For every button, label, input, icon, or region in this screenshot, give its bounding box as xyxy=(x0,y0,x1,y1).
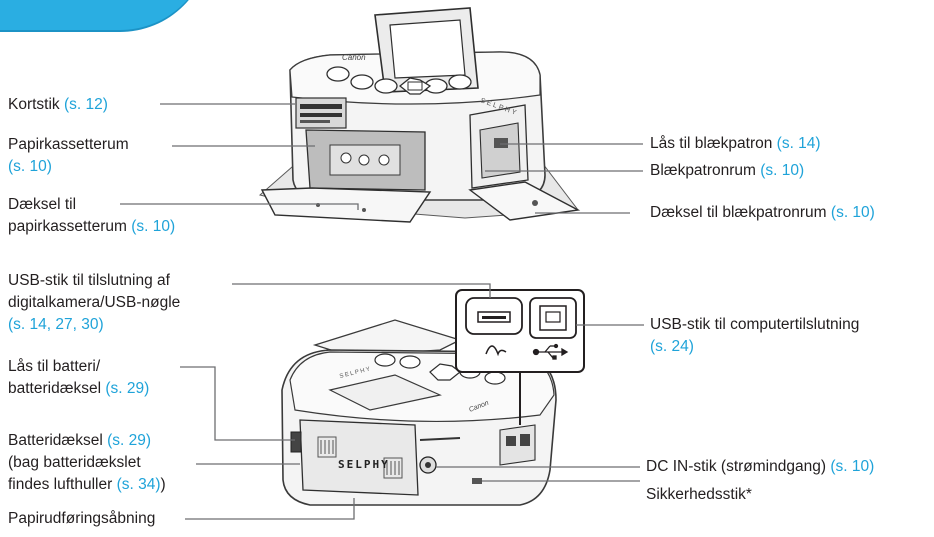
printer-back-illustration: SELPHY Canon SELPHY xyxy=(281,319,557,506)
label-sikkerhed: Sikkerhedsstik* xyxy=(646,486,752,503)
svg-text:Canon: Canon xyxy=(342,53,366,62)
label-kortstik: Kortstik (s. 12) xyxy=(8,96,108,113)
label-papirkassetterum: Papirkassetterum (s. 10) xyxy=(8,136,129,175)
printer-front-illustration: Canon SELPHY xyxy=(258,7,581,223)
label-usb-kamera: USB-stik til tilslutning af digitalkamer… xyxy=(8,272,181,333)
label-daeksel-blaek: Dæksel til blækpatronrum (s. 10) xyxy=(650,204,875,221)
label-laas-blaekpatron: Lås til blækpatron (s. 14) xyxy=(650,135,821,152)
label-dc-in: DC IN-stik (strømindgang) (s. 10) xyxy=(646,458,875,475)
direct-print-icon xyxy=(485,345,507,357)
label-papirudfoering: Papirudføringsåbning xyxy=(8,510,156,527)
label-usb-computer: USB-stik til computertilslutning (s. 24) xyxy=(650,316,860,355)
label-blaekpatronrum: Blækpatronrum (s. 10) xyxy=(650,162,805,179)
svg-text:SELPHY: SELPHY xyxy=(338,458,390,471)
leader-lines xyxy=(120,103,644,520)
usb-icon xyxy=(532,343,569,360)
usb-port-closeup xyxy=(455,289,585,425)
label-batteridaeksel: Batteridæksel (s. 29) (bag batteridæksle… xyxy=(8,432,166,493)
label-laas-batteri: Lås til batteri/ batteridæksel (s. 29) xyxy=(8,358,150,397)
label-daeksel-papir: Dæksel til papirkassetterum (s. 10) xyxy=(8,196,176,235)
